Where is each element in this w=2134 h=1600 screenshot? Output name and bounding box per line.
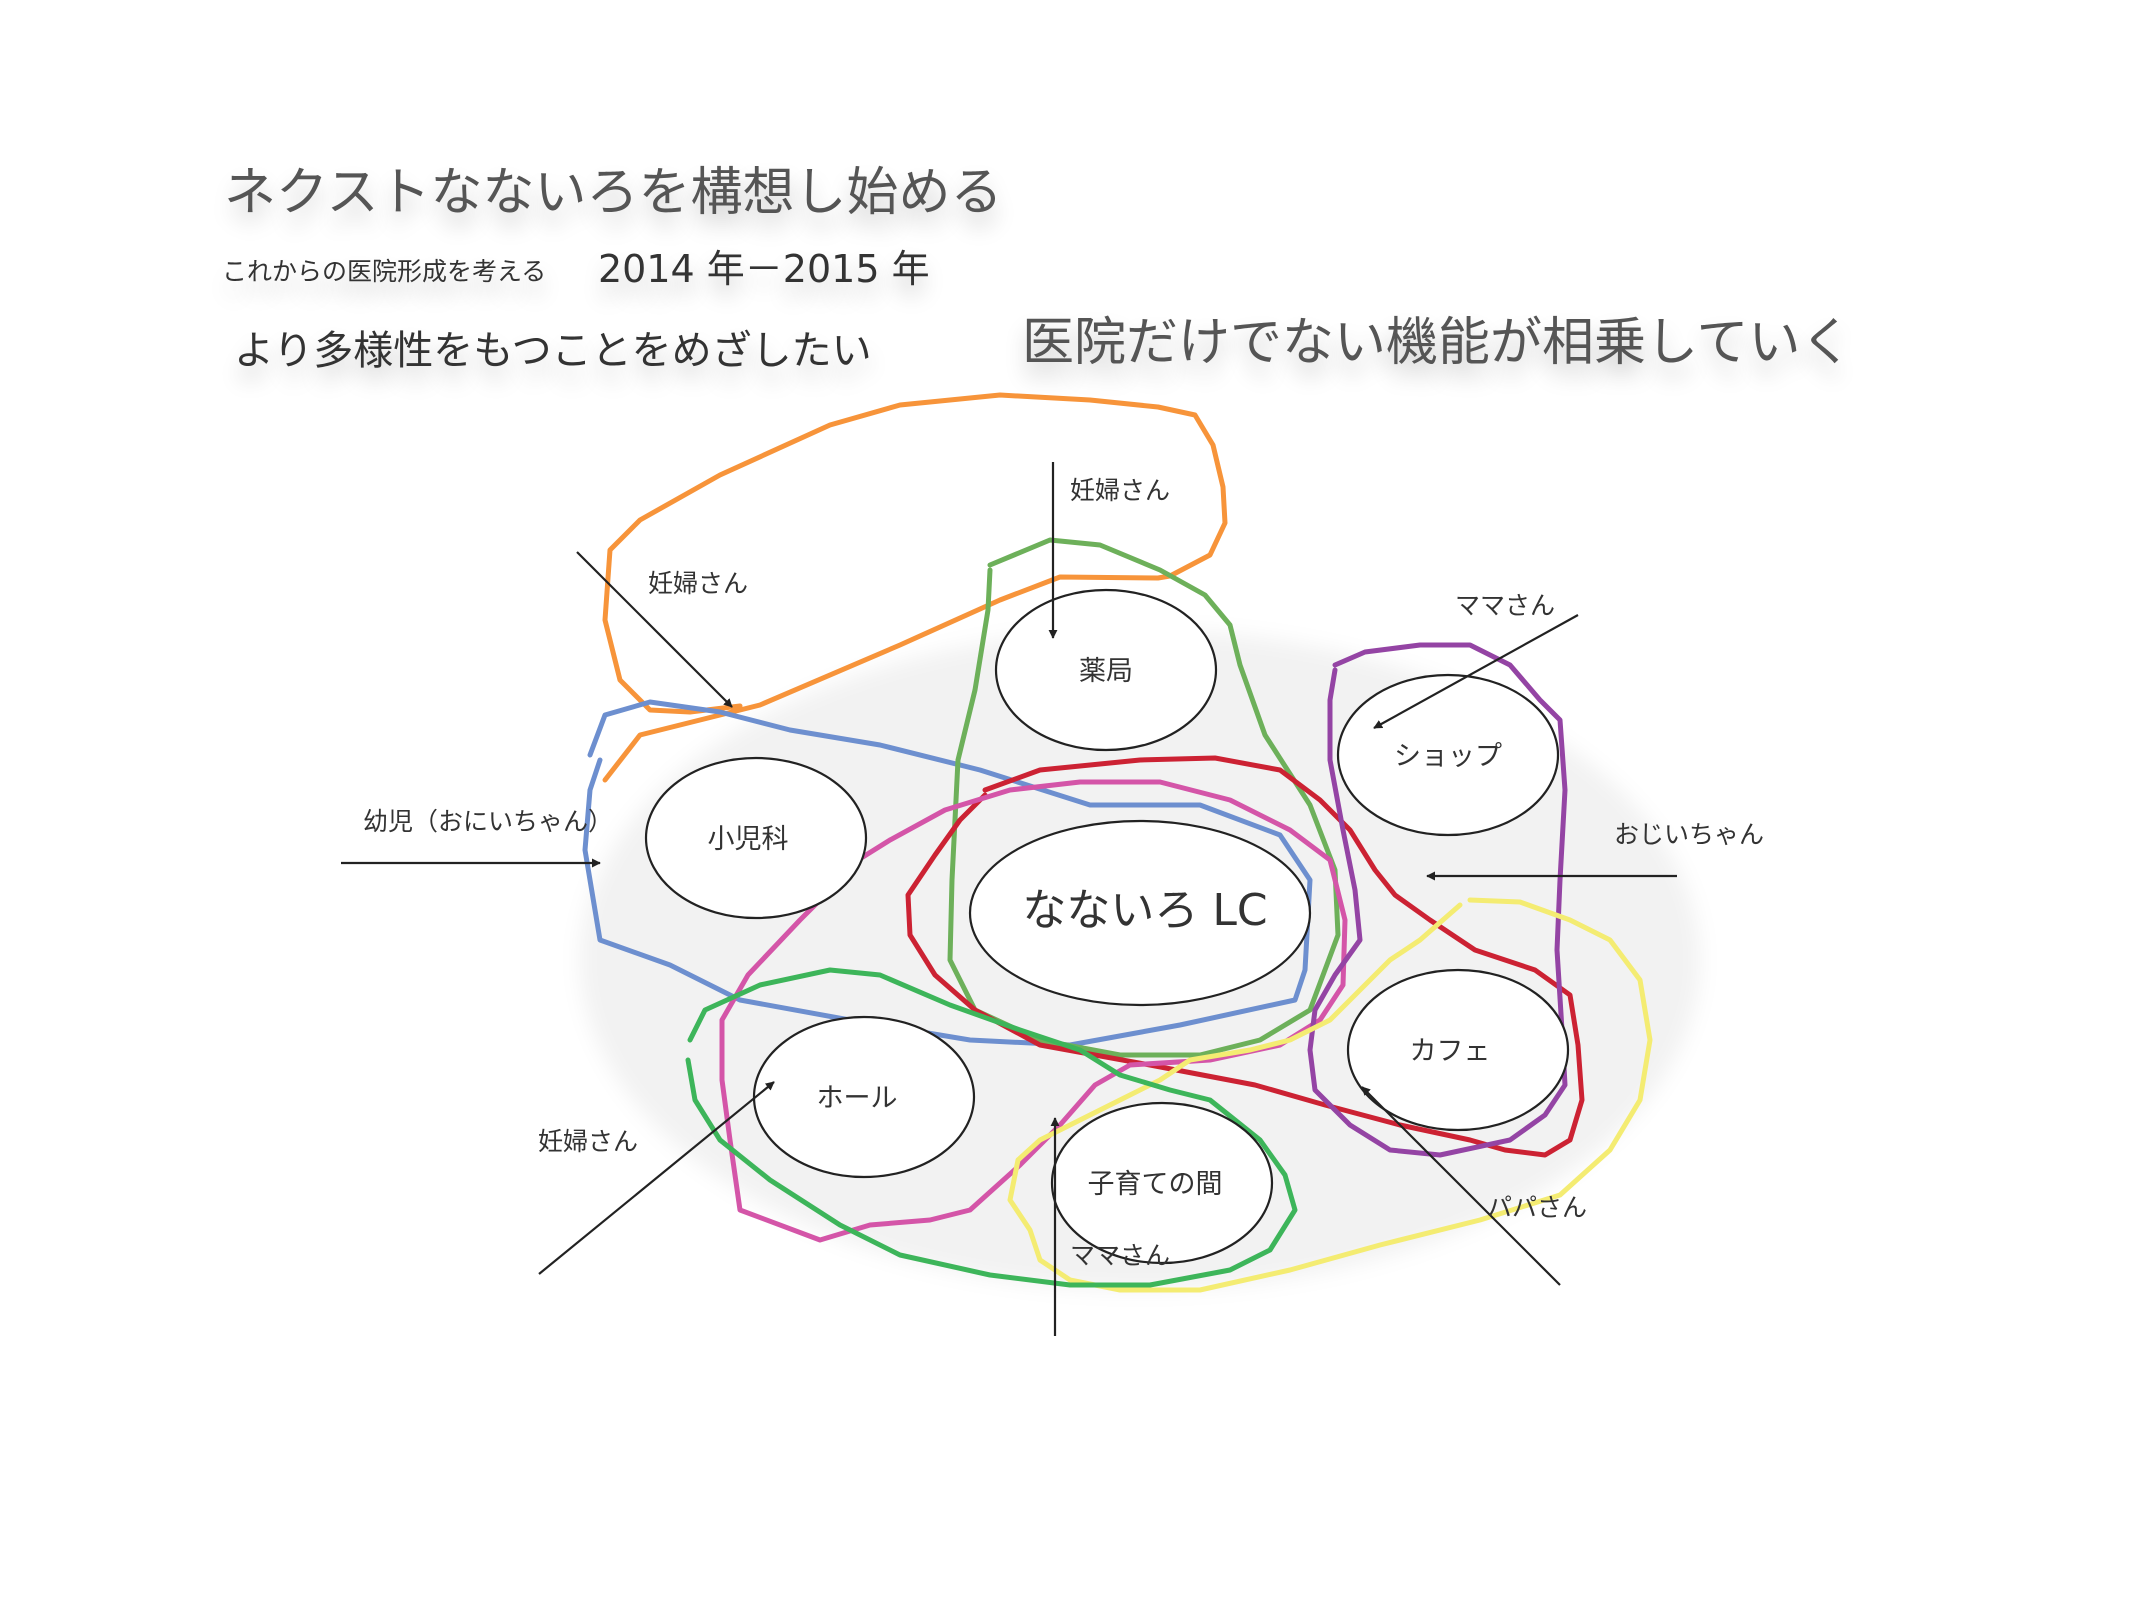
blob-orange <box>602 392 1228 783</box>
node-cafe[interactable] <box>1346 968 1570 1132</box>
page-title: ネクストなないろを構想し始める <box>224 163 1003 223</box>
label-mama-bottom: ママさん <box>1070 1241 1170 1270</box>
blob-red <box>905 755 1585 1158</box>
diversity-goal: より多様性をもつことをめざしたい <box>234 328 872 374</box>
label-toddler: 幼児（おにいちゃん） <box>363 807 613 836</box>
arrow-mama-right <box>1373 614 1579 729</box>
arrow-pregnant-left <box>576 551 733 708</box>
node-center-label: なないろ LC <box>1022 885 1267 936</box>
blob-purple <box>1307 642 1568 1158</box>
page-subtitle: これからの医院形成を考える <box>222 257 547 286</box>
year-range: 2014 年－2015 年 <box>598 247 930 291</box>
node-childcare-label: 子育ての間 <box>1088 1169 1223 1200</box>
synergy-heading: 医院だけでない機能が相乗していく <box>1022 313 1853 373</box>
label-papa: パパさん <box>1487 1193 1587 1222</box>
node-pediatrics[interactable] <box>644 756 868 920</box>
node-shop-label: ショップ <box>1394 741 1502 772</box>
node-shop[interactable] <box>1336 673 1560 837</box>
label-pregnant-left: 妊婦さん <box>648 569 748 598</box>
blob-yellow <box>1007 897 1653 1293</box>
node-pharmacy-label: 薬局 <box>1079 656 1133 687</box>
node-childcare[interactable] <box>1050 1101 1274 1265</box>
label-pregnant-bottom-left: 妊婦さん <box>538 1127 638 1156</box>
node-cafe-label: カフェ <box>1410 1036 1491 1067</box>
arrow-papa <box>1361 1086 1561 1286</box>
node-pediatrics-label: 小児科 <box>708 824 789 855</box>
blob-blue <box>582 699 1313 1048</box>
label-grandpa: おじいちゃん <box>1614 820 1764 849</box>
label-mama-right: ママさん <box>1455 591 1555 620</box>
label-pregnant-top: 妊婦さん <box>1070 476 1170 505</box>
arrow-pregnant-bottom-left <box>538 1081 775 1275</box>
node-center[interactable] <box>968 819 1312 1007</box>
blob-dark-green <box>685 967 1298 1288</box>
node-hall-label: ホール <box>817 1083 898 1114</box>
blob-green <box>947 537 1341 1058</box>
